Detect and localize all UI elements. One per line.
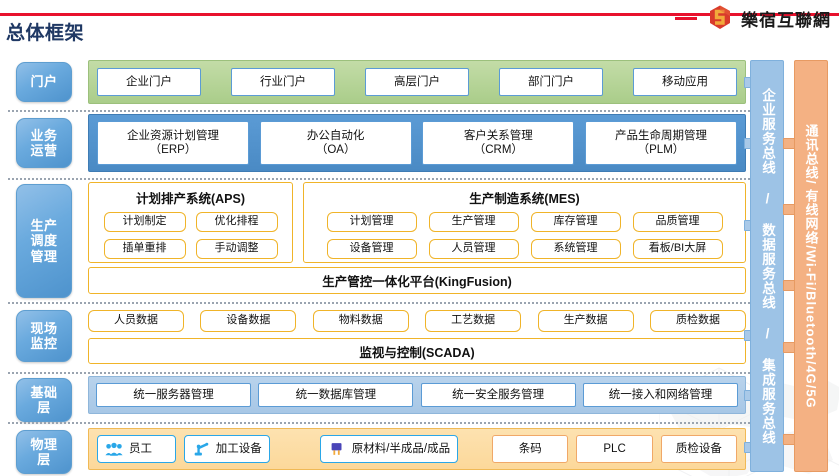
aps-item-2[interactable]: 插单重排	[103, 239, 186, 259]
physical-item-machine-label: 加工设备	[215, 442, 262, 455]
scada-bar[interactable]: 监视与控制(SCADA)	[88, 338, 746, 364]
physical-item-material-label: 原材料/半成品/成品	[351, 442, 451, 455]
portal-item-2[interactable]: 高层门户	[365, 68, 469, 96]
hexagon-s-logo-icon	[706, 4, 734, 32]
material-block-icon	[331, 443, 342, 455]
mes-item-7[interactable]: 看板/BI大屏	[632, 239, 723, 259]
mes-item-2[interactable]: 库存管理	[530, 212, 621, 232]
physical-item-employee-label: 员工	[129, 442, 152, 455]
mes-item-5[interactable]: 人员管理	[428, 239, 519, 259]
physical-item-barcode[interactable]: 条码	[492, 435, 569, 463]
layer-label-infrastructure[interactable]: 基础 层	[16, 378, 72, 422]
layer-label-physical[interactable]: 物理 层	[16, 430, 72, 474]
physical-item-machine[interactable]: 加工设备	[183, 435, 270, 463]
monitoring-chip-row: 人员数据 设备数据 物料数据 工艺数据 生产数据 质检数据	[88, 308, 746, 334]
mes-item-0[interactable]: 计划管理	[326, 212, 417, 232]
monitoring-item-5[interactable]: 质检数据	[649, 310, 746, 332]
mes-item-4[interactable]: 设备管理	[326, 239, 417, 259]
physical-item-employee[interactable]: 员工	[97, 435, 176, 463]
monitoring-item-4[interactable]: 生产数据	[537, 310, 634, 332]
monitoring-item-1[interactable]: 设备数据	[200, 310, 297, 332]
mes-item-grid: 计划管理 生产管理 库存管理 品质管理 设备管理 人员管理 系统管理 看板/BI…	[304, 212, 745, 266]
people-group-icon	[105, 442, 123, 456]
page-title: 总体框架	[6, 23, 85, 44]
infrastructure-band: 统一服务器管理 统一数据库管理 统一安全服务管理 统一接入和网络管理	[88, 376, 746, 414]
infrastructure-item-3[interactable]: 统一接入和网络管理	[582, 383, 738, 407]
business-item-crm[interactable]: 客户关系管理 （CRM）	[422, 121, 575, 165]
portal-item-0[interactable]: 企业门户	[97, 68, 201, 96]
mes-group: 生产制造系统(MES) 计划管理 生产管理 库存管理 品质管理 设备管理 人员管…	[303, 182, 746, 263]
aps-item-grid: 计划制定 优化排程 插单重排 手动调整	[89, 212, 292, 266]
layer-label-portal[interactable]: 门户	[16, 62, 72, 102]
business-band: 企业资源计划管理 （ERP） 办公自动化 （OA） 客户关系管理 （CRM） 产…	[88, 114, 746, 172]
service-bus-label: 企业服务总线 / 数据服务总线 / 集成服务总线	[760, 87, 775, 445]
aps-item-0[interactable]: 计划制定	[103, 212, 186, 232]
monitoring-item-2[interactable]: 物料数据	[312, 310, 409, 332]
business-item-plm[interactable]: 产品生命周期管理 （PLM）	[584, 121, 737, 165]
brand-logo: 樂宿互聯網	[675, 4, 831, 32]
infrastructure-item-2[interactable]: 统一安全服务管理	[420, 383, 576, 407]
monitoring-item-0[interactable]: 人员数据	[88, 310, 184, 332]
aps-item-1[interactable]: 优化排程	[195, 212, 278, 232]
infrastructure-item-1[interactable]: 统一数据库管理	[258, 383, 414, 407]
mes-item-6[interactable]: 系统管理	[530, 239, 621, 259]
comm-bus-bar[interactable]: 通讯总线/ 有线网络/Wi-Fi/Bluetooth/4G/5G	[794, 60, 828, 472]
portal-item-1[interactable]: 行业门户	[231, 68, 335, 96]
layer-label-monitoring[interactable]: 现场 监控	[16, 310, 72, 362]
kingfusion-platform-bar[interactable]: 生产管控一体化平台(KingFusion)	[88, 267, 746, 294]
architecture-diagram: 门户 企业门户 行业门户 高层门户 部门门户 移动应用 业务 运营 企业资源计划…	[0, 52, 839, 476]
portal-band: 企业门户 行业门户 高层门户 部门门户 移动应用	[88, 60, 746, 104]
physical-item-plc[interactable]: PLC	[576, 435, 653, 463]
portal-item-4[interactable]: 移动应用	[633, 68, 737, 96]
service-bus-bar[interactable]: 企业服务总线 / 数据服务总线 / 集成服务总线	[750, 60, 784, 472]
layer-separator-3	[8, 302, 750, 304]
mes-item-1[interactable]: 生产管理	[428, 212, 519, 232]
header-rule	[0, 13, 839, 16]
mes-group-title: 生产制造系统(MES)	[469, 192, 580, 206]
mes-item-3[interactable]: 品质管理	[632, 212, 723, 232]
brand-name: 樂宿互聯網	[741, 10, 831, 30]
aps-group-title: 计划排产系统(APS)	[135, 192, 246, 206]
physical-item-qc-equipment[interactable]: 质检设备	[660, 435, 738, 463]
logo-dash	[675, 16, 697, 20]
physical-item-material[interactable]: 原材料/半成品/成品	[319, 435, 459, 463]
layer-label-scheduling[interactable]: 生产 调度 管理	[16, 184, 72, 298]
layer-separator-5	[8, 422, 750, 424]
comm-bus-label: 通讯总线/ 有线网络/Wi-Fi/Bluetooth/4G/5G	[803, 123, 819, 409]
layer-separator-1	[8, 110, 750, 112]
aps-group: 计划排产系统(APS) 计划制定 优化排程 插单重排 手动调整	[88, 182, 293, 263]
business-item-oa[interactable]: 办公自动化 （OA）	[259, 121, 412, 165]
robot-arm-icon	[194, 442, 209, 456]
physical-band: 员工 加工设备 原材料/半成品/成品	[88, 428, 746, 470]
business-item-erp[interactable]: 企业资源计划管理 （ERP）	[97, 121, 249, 165]
layer-separator-4	[8, 372, 750, 374]
aps-item-3[interactable]: 手动调整	[195, 239, 278, 259]
portal-item-3[interactable]: 部门门户	[499, 68, 603, 96]
layer-label-business[interactable]: 业务 运营	[16, 118, 72, 168]
layer-separator-2	[8, 178, 750, 180]
infrastructure-item-0[interactable]: 统一服务器管理	[96, 383, 251, 407]
monitoring-item-3[interactable]: 工艺数据	[425, 310, 522, 332]
